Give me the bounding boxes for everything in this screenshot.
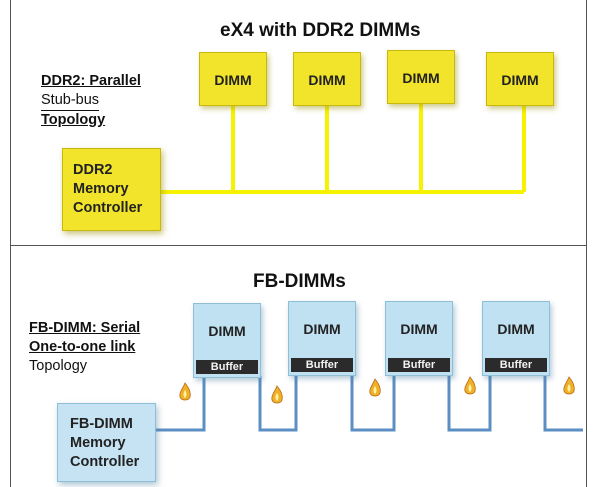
- ddr2-topology-label-line2: Stub-bus: [41, 91, 100, 111]
- fbdimm-link-1: [156, 376, 206, 432]
- fbdimm-topology-label-line3: Topology: [29, 358, 88, 374]
- ddr2-section-frame: [10, 0, 587, 245]
- ddr2-topology-label: DDR2: Parallel Stub-bus Topology: [41, 72, 141, 130]
- ddr2-topology-label-line1: DDR2: Parallel: [41, 73, 141, 89]
- flame-icon: [369, 378, 381, 397]
- flame-icon: [179, 382, 191, 401]
- ddr2-dimm-4: DIMM: [486, 52, 554, 106]
- fbdimm-topology-label-line2: One-to-one link: [29, 339, 136, 355]
- fbdimm-dimm-4: DIMM Buffer: [482, 301, 550, 376]
- fbdimm-topology-label-line1: FB-DIMM: Serial: [29, 320, 141, 336]
- ddr2-stub-bus: [161, 104, 526, 194]
- ddr2-dimm-1: DIMM: [199, 52, 267, 106]
- fbdimm-controller-line1: FB-DIMM: [70, 416, 133, 432]
- fbdimm-memory-controller: FB-DIMM Memory Controller: [57, 403, 156, 482]
- fbdimm-dimm-label: DIMM: [497, 321, 535, 337]
- fbdimm-dimm-3: DIMM Buffer: [385, 301, 453, 376]
- ddr2-controller-line2: Memory: [73, 181, 129, 197]
- flame-icon: [464, 376, 476, 395]
- fbdimm-link-2: [258, 376, 298, 432]
- fbdimm-dimm-label: DIMM: [208, 323, 246, 339]
- fbdimm-link-5: [543, 376, 583, 432]
- ddr2-dimm-3: DIMM: [387, 50, 455, 104]
- fbdimm-dimm-label: DIMM: [303, 321, 341, 337]
- fbdimm-controller-line3: Controller: [70, 454, 140, 470]
- ddr2-section-title: eX4 with DDR2 DIMMs: [220, 20, 421, 41]
- fbdimm-buffer-chip: Buffer: [485, 358, 547, 372]
- flame-icons: [179, 376, 575, 404]
- ddr2-topology-label-line3: Topology: [41, 112, 106, 128]
- fbdimm-dimm-label: DIMM: [400, 321, 438, 337]
- flame-icon: [271, 385, 283, 404]
- fbdimm-section-title: FB-DIMMs: [253, 271, 346, 292]
- fbdimm-link-3: [350, 376, 396, 432]
- fbdimm-section-frame: [10, 245, 587, 487]
- fbdimm-dimm-1: DIMM Buffer: [193, 303, 261, 378]
- fbdimm-buffer-chip: Buffer: [388, 358, 450, 372]
- ddr2-memory-controller: DDR2 Memory Controller: [62, 148, 161, 231]
- fbdimm-controller-line2: Memory: [70, 435, 126, 451]
- flame-icon: [563, 376, 575, 395]
- fbdimm-topology-label: FB-DIMM: Serial One-to-one link Topology: [29, 319, 140, 376]
- fbdimm-serial-links: [156, 376, 583, 432]
- ddr2-dimm-2: DIMM: [293, 52, 361, 106]
- ddr2-controller-line3: Controller: [73, 200, 143, 216]
- fbdimm-link-4: [447, 376, 492, 432]
- fbdimm-buffer-chip: Buffer: [196, 360, 258, 374]
- fbdimm-dimm-2: DIMM Buffer: [288, 301, 356, 376]
- ddr2-controller-line1: DDR2: [73, 162, 113, 178]
- fbdimm-buffer-chip: Buffer: [291, 358, 353, 372]
